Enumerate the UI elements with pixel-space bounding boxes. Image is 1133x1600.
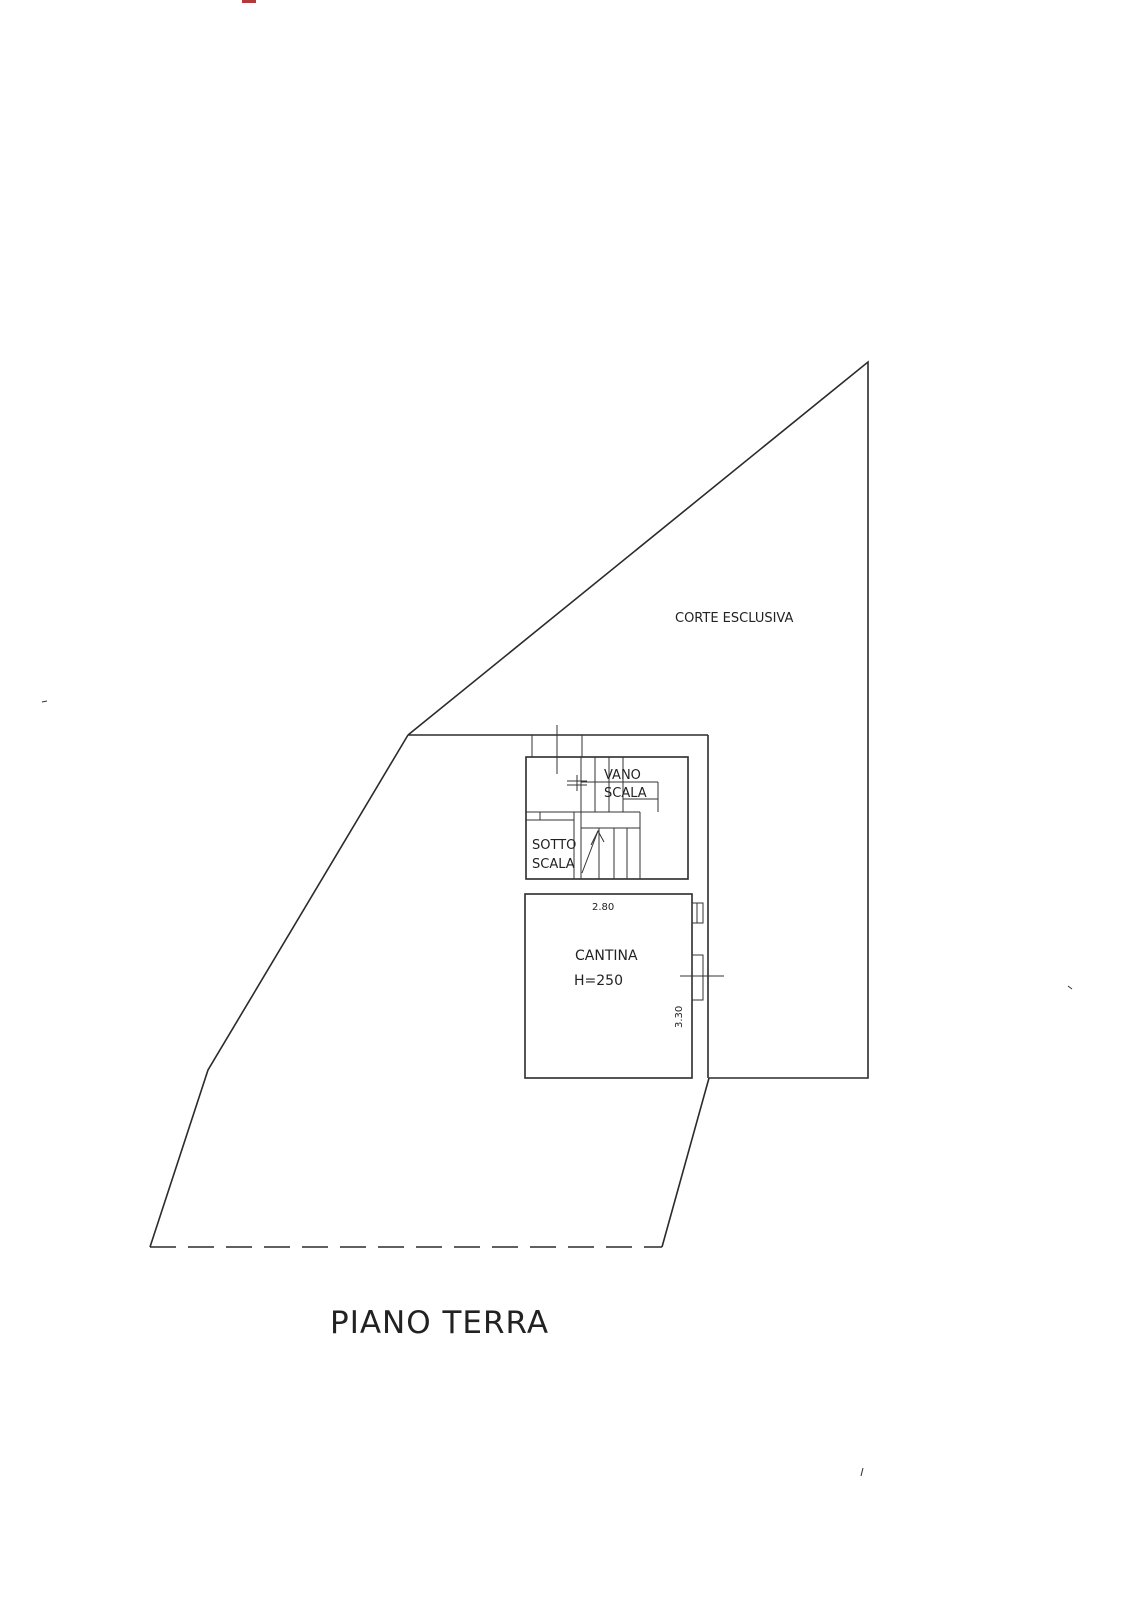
cantina-label: CANTINA	[575, 948, 638, 964]
plan-title: PIANO TERRA	[330, 1305, 549, 1341]
courtyard-boundary	[407, 360, 869, 1079]
corner-mark	[242, 0, 256, 3]
lot-boundary	[149, 734, 409, 1248]
staircase	[526, 757, 659, 879]
vano-label: VANO	[604, 768, 641, 783]
entrance-door	[531, 725, 587, 791]
corte-label: CORTE ESCLUSIVA	[675, 611, 793, 626]
vano-scala-label: SCALA	[604, 786, 647, 801]
sotto-scala-label: SCALA	[532, 857, 575, 872]
scan-specks	[41, 700, 1073, 1477]
stair-hall	[525, 756, 689, 880]
cantina-height-label: H=250	[574, 973, 623, 989]
cantina-openings	[680, 902, 724, 1001]
lot-boundary-right	[661, 1077, 710, 1248]
sotto-label: SOTTO	[532, 838, 576, 853]
dimension-width: 2.80	[592, 902, 614, 913]
dimension-depth: 3.30	[674, 1006, 685, 1028]
